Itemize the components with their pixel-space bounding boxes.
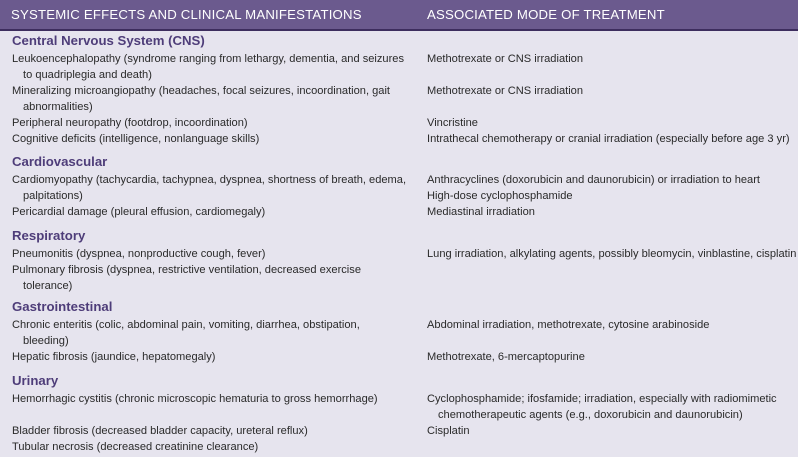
effect-line: Bladder fibrosis (decreased bladder capa…	[12, 425, 308, 437]
effect-line: Chronic enteritis (colic, abdominal pain…	[12, 319, 360, 331]
section-title: Central Nervous System (CNS)	[12, 33, 205, 48]
treatment-cell: Cisplatin	[427, 423, 797, 439]
effect-line: Tubular necrosis (decreased creatinine c…	[12, 441, 259, 453]
table-header: SYSTEMIC EFFECTS AND CLINICAL MANIFESTAT…	[0, 0, 798, 31]
section-title: Urinary	[12, 373, 59, 388]
effect-cell: Hemorrhagic cystitis (chronic microscopi…	[12, 391, 412, 407]
treatment-line: Lung irradiation, alkylating agents, pos…	[427, 248, 797, 260]
effect-cell: Pericardial damage (pleural effusion, ca…	[12, 204, 412, 220]
section-title: Cardiovascular	[12, 154, 108, 169]
treatment-cell: Methotrexate, 6-mercaptopurine	[427, 349, 797, 365]
treatment-line: Methotrexate, 6-mercaptopurine	[427, 351, 585, 363]
treatment-cell: Intrathecal chemotherapy or cranial irra…	[427, 131, 797, 147]
effect-cell: Pneumonitis (dyspnea, nonproductive coug…	[12, 246, 412, 262]
treatment-line: Methotrexate or CNS irradiation	[427, 53, 583, 65]
treatment-cell: Anthracyclines (doxorubicin and daunorub…	[427, 172, 797, 204]
effect-line: abnormalities)	[23, 101, 93, 113]
treatment-cell: Mediastinal irradiation	[427, 204, 797, 220]
treatment-cell: Methotrexate or CNS irradiation	[427, 83, 797, 99]
effect-line: Hemorrhagic cystitis (chronic microscopi…	[12, 393, 378, 405]
effect-cell: Tubular necrosis (decreased creatinine c…	[12, 439, 412, 455]
treatment-cell: Cyclophosphamide; ifosfamide; irradiatio…	[427, 391, 797, 423]
effect-line: Hepatic fibrosis (jaundice, hepatomegaly…	[12, 351, 216, 363]
treatment-cell: Lung irradiation, alkylating agents, pos…	[427, 246, 797, 262]
treatment-column-header: ASSOCIATED MODE OF TREATMENT	[427, 7, 665, 22]
effect-line: bleeding)	[23, 335, 69, 347]
treatment-cell: Abdominal irradiation, methotrexate, cyt…	[427, 317, 797, 333]
effect-line: Cardiomyopathy (tachycardia, tachypnea, …	[12, 174, 407, 186]
treatment-line: chemotherapeutic agents (e.g., doxorubic…	[438, 409, 743, 421]
effect-line: Mineralizing microangiopathy (headaches,…	[12, 85, 391, 97]
effect-line: Cognitive deficits (intelligence, nonlan…	[12, 133, 260, 145]
treatment-cell: Vincristine	[427, 115, 797, 131]
treatment-line: Methotrexate or CNS irradiation	[427, 85, 583, 97]
effect-line: Pneumonitis (dyspnea, nonproductive coug…	[12, 248, 266, 260]
treatment-line: Anthracyclines (doxorubicin and daunorub…	[427, 174, 760, 186]
treatment-line: Mediastinal irradiation	[427, 206, 535, 218]
effect-cell: Hepatic fibrosis (jaundice, hepatomegaly…	[12, 349, 412, 365]
treatment-line: Cyclophosphamide; ifosfamide; irradiatio…	[427, 393, 777, 405]
section-title: Respiratory	[12, 228, 86, 243]
effect-line: palpitations)	[23, 190, 83, 202]
effect-cell: Pulmonary fibrosis (dyspnea, restrictive…	[12, 262, 412, 294]
effect-line: tolerance)	[23, 280, 73, 292]
treatment-line: Vincristine	[427, 117, 478, 129]
effect-line: to quadriplegia and death)	[23, 69, 152, 81]
effect-cell: Leukoencephalopathy (syndrome ranging fr…	[12, 51, 412, 83]
effect-cell: Chronic enteritis (colic, abdominal pain…	[12, 317, 412, 349]
effects-column-header: SYSTEMIC EFFECTS AND CLINICAL MANIFESTAT…	[11, 7, 362, 22]
effect-cell: Cognitive deficits (intelligence, nonlan…	[12, 131, 412, 147]
effect-line: Leukoencephalopathy (syndrome ranging fr…	[12, 53, 405, 65]
effect-line: Peripheral neuropathy (footdrop, incoord…	[12, 117, 248, 129]
treatment-line: Cisplatin	[427, 425, 470, 437]
effect-cell: Peripheral neuropathy (footdrop, incoord…	[12, 115, 412, 131]
effect-line: Pulmonary fibrosis (dyspnea, restrictive…	[12, 264, 361, 276]
treatment-line: Intrathecal chemotherapy or cranial irra…	[427, 133, 790, 145]
effect-cell: Mineralizing microangiopathy (headaches,…	[12, 83, 412, 115]
effect-cell: Cardiomyopathy (tachycardia, tachypnea, …	[12, 172, 412, 204]
effect-line: Pericardial damage (pleural effusion, ca…	[12, 206, 266, 218]
treatment-line: Abdominal irradiation, methotrexate, cyt…	[427, 319, 710, 331]
effect-cell: Bladder fibrosis (decreased bladder capa…	[12, 423, 412, 439]
section-title: Gastrointestinal	[12, 299, 113, 314]
treatment-line: High-dose cyclophosphamide	[427, 190, 573, 202]
treatment-cell: Methotrexate or CNS irradiation	[427, 51, 797, 67]
